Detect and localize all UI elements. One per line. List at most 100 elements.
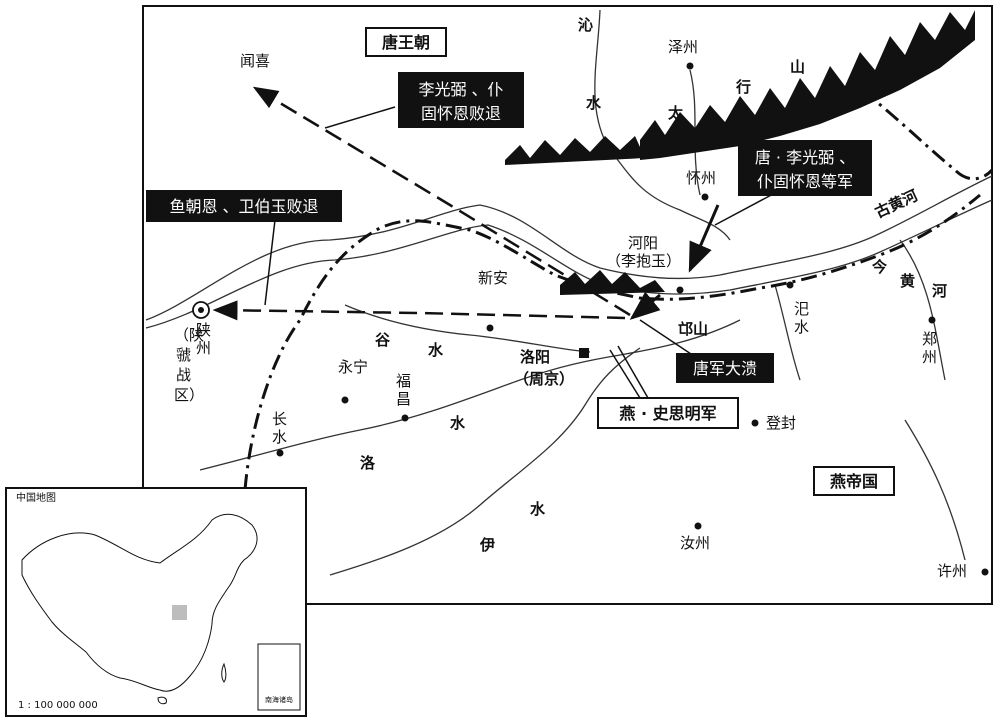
- qin-river: [594, 9, 731, 241]
- river-yi-2: 水: [530, 500, 546, 518]
- callout-tang-army: 唐 · 李光弼 、 仆固怀恩等军: [738, 140, 872, 196]
- taiwan-outline: [221, 662, 227, 683]
- troop-arrows: [212, 86, 631, 321]
- china-outline: [21, 513, 258, 692]
- city-changshui-2: 水: [272, 428, 287, 446]
- city-dot-yongning: [341, 396, 349, 404]
- city-fuchang-2: 昌: [396, 390, 411, 408]
- city-ruzhou: 汝州: [680, 534, 710, 552]
- solid-arrows: [629, 204, 720, 320]
- south-sea-box: [257, 643, 301, 711]
- city-dot-heyang: [676, 286, 684, 294]
- yi-river: [329, 347, 641, 576]
- city-labels: 闻喜 泽州 怀州 河阳 （李抱玉） 新安 洛阳 （周京） 永宁 福 昌 长 水 …: [174, 38, 967, 580]
- river-yi-1: 伊: [479, 536, 495, 554]
- city-zezhou: 泽州: [668, 38, 698, 56]
- si-river: [774, 284, 801, 381]
- city-dengfeng: 登封: [766, 414, 796, 432]
- inset-highlight: [172, 605, 187, 620]
- callout-yu-retreat: 鱼朝恩 、卫伯玉败退: [146, 190, 342, 222]
- east-river: [899, 239, 946, 381]
- inset-title: 中国地图: [16, 491, 56, 504]
- boundary-northeast: [861, 88, 994, 181]
- gu-river: [344, 304, 591, 353]
- arrow-tang-advance: [688, 204, 720, 273]
- city-huaizhou: 怀州: [686, 169, 716, 187]
- city-dots: [276, 62, 989, 576]
- city-yongning: 永宁: [338, 358, 368, 376]
- river-qin-1: 沁: [578, 16, 593, 34]
- region-yan-label: 燕帝国: [830, 472, 878, 491]
- city-zhengzhou-2: 州: [922, 348, 937, 366]
- city-shanzhou-note-2: 虢: [176, 346, 191, 364]
- city-dot-zezhou: [686, 62, 694, 70]
- region-tang: 唐王朝: [365, 27, 447, 57]
- city-dot-ruzhou: [694, 522, 702, 530]
- city-shanzhou-note-4: 区）: [174, 386, 204, 404]
- south-sea-label: 南海诸岛: [265, 695, 293, 704]
- svg-text:唐军大溃: 唐军大溃: [693, 359, 757, 378]
- city-shanzhou-note-3: 战: [176, 366, 191, 384]
- city-heyang-note: （李抱玉）: [606, 252, 681, 270]
- city-mark-luoyang: [579, 348, 589, 358]
- east-river-2: [904, 419, 966, 561]
- river-qin-2: 水: [586, 94, 602, 112]
- city-changshui-1: 长: [272, 410, 287, 428]
- hainan-outline: [157, 696, 167, 705]
- city-shanzhou-1: 陕: [196, 321, 211, 339]
- city-xinan: 新安: [478, 269, 508, 287]
- inset-scale: 1 : 100 000 000: [18, 700, 98, 711]
- svg-text:仆固怀恩等军: 仆固怀恩等军: [757, 172, 853, 191]
- callout-yan-army: 燕 · 史思明军: [597, 397, 739, 429]
- city-wenxi: 闻喜: [240, 52, 270, 70]
- city-dot-fuchang: [401, 414, 409, 422]
- city-zhengzhou-1: 郑: [922, 330, 937, 348]
- svg-text:燕 · 史思明军: 燕 · 史思明军: [619, 404, 716, 423]
- river-jin-huanghe-1: 今: [871, 258, 887, 276]
- yellow-river-north: [145, 175, 993, 321]
- city-shanzhou-2: 州: [196, 339, 211, 357]
- mangshan-hills: [560, 270, 665, 295]
- city-sishui-2: 水: [794, 318, 809, 336]
- river-luo-shui: 水: [450, 414, 466, 432]
- river-gu-2: 水: [428, 341, 444, 359]
- river-lines: [145, 9, 993, 576]
- mountain-taihang-2: 行: [735, 78, 751, 96]
- river-gu-1: 谷: [375, 331, 391, 349]
- city-luoyang: 洛阳: [520, 348, 550, 366]
- city-dot-dengfeng: [751, 419, 759, 427]
- city-dot-huaizhou: [701, 193, 709, 201]
- svg-text:固怀恩败退: 固怀恩败退: [421, 104, 501, 123]
- region-yan: 燕帝国: [813, 466, 895, 496]
- callout-li-retreat: 李光弼 、仆 固怀恩败退: [398, 72, 524, 128]
- city-dot-sishui: [786, 281, 794, 289]
- city-heyang: 河阳: [628, 234, 658, 252]
- city-dot-xuzhou: [981, 568, 989, 576]
- callout-tang-collapse: 唐军大溃: [676, 353, 774, 383]
- taihang-mountains: [505, 10, 975, 165]
- city-luoyang-note: （周京）: [514, 370, 574, 388]
- river-jin-huanghe-3: 河: [932, 282, 947, 300]
- city-fuchang-1: 福: [396, 372, 411, 390]
- inset-china-map: 中国地图 南海诸岛 1 : 100 000 000: [5, 487, 307, 717]
- city-sishui-1: 汜: [794, 300, 809, 318]
- city-dot-changshui: [276, 449, 284, 457]
- mountain-mangshan: 邙山: [678, 320, 708, 338]
- arrow-li-retreat: [252, 86, 631, 317]
- mountain-taihang-3: 山: [790, 58, 805, 76]
- river-luo: 洛: [360, 454, 376, 472]
- city-mark-shanzhou: [192, 301, 210, 319]
- luo-river: [199, 319, 741, 471]
- city-dot-zhengzhou: [928, 316, 936, 324]
- river-jin-huanghe-2: 黄: [900, 272, 915, 290]
- region-tang-label: 唐王朝: [382, 33, 430, 52]
- svg-text:李光弼 、仆: 李光弼 、仆: [418, 80, 503, 99]
- city-shanzhou-note-1: （陕: [174, 326, 204, 344]
- city-dot-xinan: [486, 324, 494, 332]
- mountain-taihang-1: 太: [668, 104, 684, 122]
- arrow-yu-retreat: [212, 300, 626, 321]
- city-xuzhou: 许州: [937, 562, 967, 580]
- arrow-yan-advance: [629, 291, 661, 320]
- svg-text:鱼朝恩 、卫伯玉败退: 鱼朝恩 、卫伯玉败退: [169, 197, 318, 216]
